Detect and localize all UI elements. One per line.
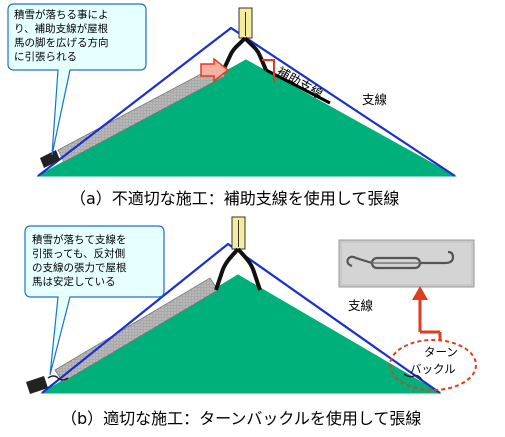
callout-a-line-1: 積雪が落ちる事によ [14, 8, 109, 21]
wire-label-b: 支線 [348, 298, 374, 313]
turnbuckle-highlight [389, 339, 477, 391]
callout-b-line-3: の支線の張力で屋根 [32, 261, 127, 274]
anchor-b [26, 376, 48, 394]
callout-b-line-1: 積雪が落ちて支線を [32, 233, 127, 246]
aux-wire-a [265, 68, 331, 105]
callout-a-line-2: り、補助支線が屋根 [14, 22, 109, 35]
roof-horse-b [214, 247, 262, 291]
callout-a-line-4: に引張られる [14, 50, 77, 63]
guy-wire-a [37, 26, 456, 177]
guy-wire-b [41, 242, 441, 394]
panel-b: 積雪が落ちて支線を 引張っても、反対側 の支線の張力で屋根 馬は安定している 支… [24, 216, 477, 428]
roof-a [36, 59, 457, 177]
wire-label-a: 支線 [362, 92, 388, 107]
callout-a [7, 3, 147, 156]
turnbuckle-arrow-head [412, 286, 428, 300]
turnbuckle-label: ターン バックル [410, 345, 462, 376]
callout-b-line-4: 馬は安定している [32, 275, 116, 288]
caption-b: （b）適切な施工：ターンバックルを使用して張線 [61, 409, 421, 428]
svg-text:積雪が落ちる事によ り、補助支線が屋根: 積雪が落ちる事によ り、補助支線が屋根 馬の脚を広げる方向 に引張られる [14, 8, 112, 63]
roof-horse-a [220, 36, 268, 74]
turnbuckle-label-line-1: ターン [424, 345, 458, 359]
caption-a: （a）不適切な施工：補助支線を使用して張線 [70, 189, 399, 208]
turnbuckle-left-b [47, 375, 69, 381]
callout-a-line-3: 馬の脚を広げる方向 [14, 36, 109, 49]
aux-bracket-a [262, 59, 275, 82]
svg-text:積雪が落ちて支線を 引張っても、反対側: 積雪が落ちて支線を 引張っても、反対側 の支線の張力で屋根 馬は安定している [32, 233, 130, 288]
anchor-a [40, 150, 60, 168]
turnbuckle-right-b [403, 373, 423, 381]
turnbuckle-photo [338, 239, 475, 288]
callout-b [24, 225, 165, 376]
turnbuckle-label-line-2: バックル [410, 362, 456, 376]
panel-a: 積雪が落ちる事によ り、補助支線が屋根 馬の脚を広げる方向 に引張られる 補助支… [7, 3, 457, 208]
pull-arrow-a [200, 57, 230, 83]
callout-b-line-2: 引張っても、反対側 [32, 247, 125, 260]
